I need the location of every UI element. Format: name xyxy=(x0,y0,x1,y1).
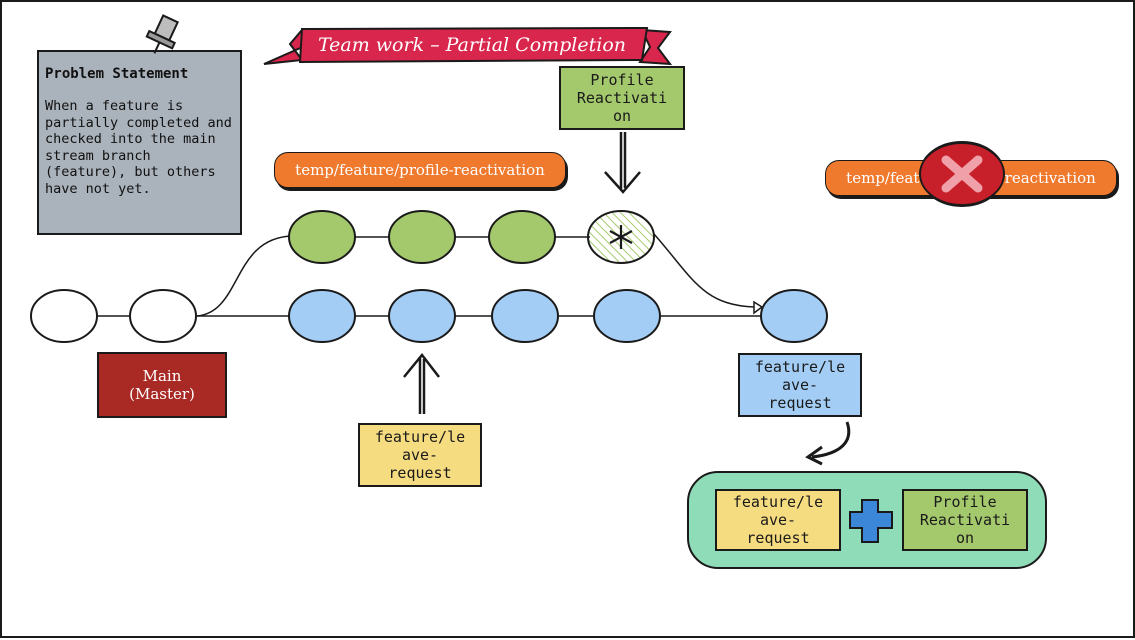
commit-blue-4 xyxy=(593,289,661,343)
edge-branch-green xyxy=(196,235,293,317)
plus-icon xyxy=(849,499,893,543)
problem-heading: Problem Statement xyxy=(45,66,189,82)
problem-statement-card: Problem Statement When a feature is part… xyxy=(37,50,242,235)
combined-feature-label: feature/le ave- request xyxy=(715,489,841,551)
arrow-down-icon xyxy=(604,132,641,194)
commit-blue-merged xyxy=(760,289,828,343)
arrow-up-icon xyxy=(403,352,440,414)
banner-title: Team work – Partial Completion xyxy=(317,34,627,56)
combined-profile-label: Profile Reactivati on xyxy=(902,489,1028,551)
commit-green-1 xyxy=(288,210,356,264)
temp-branch-deleted-label: temp/feature/profile-reactivation xyxy=(825,160,1117,196)
commit-green-2 xyxy=(388,210,456,264)
feature-leave-request-label: feature/le ave- request xyxy=(358,423,482,487)
merge-arrowhead-icon xyxy=(753,300,764,315)
problem-body: When a feature is partially completed an… xyxy=(45,98,232,197)
commit-main-1 xyxy=(30,289,98,343)
commit-blue-1 xyxy=(288,289,356,343)
main-master-label: Main (Master) xyxy=(97,352,227,418)
profile-reactivation-label: Profile Reactivati on xyxy=(559,66,685,130)
commit-green-3 xyxy=(488,210,556,264)
asterisk-icon xyxy=(609,225,633,249)
edge-merge xyxy=(653,233,755,308)
temp-branch-label: temp/feature/profile-reactivation xyxy=(274,152,566,188)
commit-blue-3 xyxy=(491,289,559,343)
curved-arrow-icon xyxy=(805,421,851,466)
commit-blue-2 xyxy=(388,289,456,343)
commit-main-2 xyxy=(129,289,197,343)
feature-leave-request-merged-label: feature/le ave- request xyxy=(738,353,862,417)
